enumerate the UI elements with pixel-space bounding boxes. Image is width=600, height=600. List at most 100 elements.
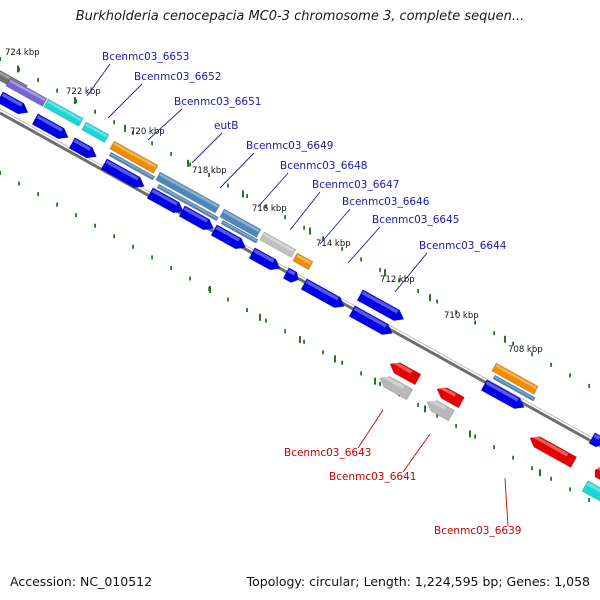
tick-dot [379, 267, 381, 272]
reverse-cds-3 [594, 466, 600, 481]
forward-cds-4 [146, 187, 184, 214]
gene-label-forward: Bcenmc03_6646 [342, 196, 430, 208]
tick-label: 716 kbp [252, 204, 287, 214]
leader-line-forward [257, 172, 289, 208]
leader-line-forward [191, 132, 223, 164]
forward-cds-3-shine [105, 160, 139, 181]
pseudo-feature-0 [379, 374, 414, 401]
tick-dot [265, 204, 267, 209]
tick-dot [417, 288, 419, 293]
tick-dot [569, 373, 571, 378]
tick-mark [209, 286, 211, 294]
tick-dot [132, 130, 134, 135]
tick-dot [474, 320, 476, 325]
forward-cds-9 [300, 278, 345, 308]
reverse-cds-2-shape [529, 436, 578, 468]
tick-dot [531, 466, 533, 471]
tick-dot [208, 172, 210, 177]
forward-cds-5-shape [178, 205, 214, 231]
tick-dot [284, 329, 286, 334]
tick-dot [132, 244, 134, 249]
summary-text: Topology: circular; Length: 1,224,595 bp… [246, 574, 590, 589]
cog-subband-2 [220, 219, 259, 244]
forward-cds-7-shape [248, 247, 281, 271]
forward-cds-0-shine [1, 93, 23, 107]
tick-dot [588, 497, 590, 502]
leader-line-forward [147, 108, 183, 141]
tick-dot [18, 67, 20, 72]
tick-dot [284, 215, 286, 220]
tick-dot [170, 151, 172, 156]
tick-label: 710 kbp [444, 311, 479, 321]
tick-dot [550, 362, 552, 367]
cog-band-1-shape [5, 77, 48, 107]
reverse-cds-1-shine [438, 385, 457, 397]
cog-band-2-shape [43, 98, 84, 127]
gene-label-forward: Bcenmc03_6648 [280, 160, 367, 172]
cog-band-7 [259, 231, 297, 258]
tick-dot [246, 194, 248, 199]
cog-band-7-shine [263, 233, 295, 253]
forward-cds-3-shape [100, 158, 145, 188]
cog-subband-0-shine [110, 153, 154, 178]
tick-mark [384, 269, 386, 277]
tick-mark [504, 335, 506, 343]
cog-subband-1 [156, 183, 219, 222]
leader-lines-layer [86, 63, 509, 527]
reverse-cds-1 [436, 385, 465, 409]
leader-line-reverse [357, 409, 384, 449]
reverse-cds-2 [529, 434, 578, 468]
tick-dot [417, 402, 419, 407]
tick-dot [151, 255, 153, 260]
tick-dot [455, 424, 457, 429]
tick-dot [37, 78, 39, 83]
tick-label: 708 kbp [508, 345, 543, 355]
tick-dot [75, 213, 77, 218]
forward-cds-8-shape [282, 267, 299, 283]
leader-line-forward [107, 83, 143, 119]
forward-cds-12 [480, 379, 525, 409]
tick-dot [56, 202, 58, 207]
forward-cds-8-shine [287, 269, 296, 276]
forward-cds-2 [68, 137, 97, 159]
cog-band-1 [5, 77, 48, 107]
forward-cds-7 [248, 247, 281, 271]
forward-cds-4-shine [151, 189, 178, 206]
tick-dot [512, 341, 514, 346]
cog-band-3-shine [85, 123, 108, 138]
forward-cds-9-shape [300, 278, 345, 308]
cog-band-6-shine [223, 210, 260, 233]
tick-dot [588, 383, 590, 388]
cog-band-3-shape [81, 121, 110, 143]
leader-line-reverse [402, 433, 431, 473]
gene-label-reverse: Bcenmc03_6641 [329, 471, 416, 483]
cog-band-4-shine [113, 142, 157, 168]
forward-cds-6 [210, 224, 246, 250]
tick-dot [227, 297, 229, 302]
forward-cds-7-shine [253, 249, 275, 263]
gene-label-forward: Bcenmc03_6653 [102, 51, 189, 63]
cog-band-3 [81, 121, 110, 143]
tick-dot [94, 109, 96, 114]
tick-dot [265, 318, 267, 323]
pseudo-feature-1-shine [428, 398, 447, 410]
tick-dot [436, 413, 438, 418]
tick-dot [303, 225, 305, 230]
cog-band-5-shine [159, 173, 219, 208]
tick-dot [455, 310, 457, 315]
tick-dot [56, 88, 58, 93]
forward-cds-5 [178, 205, 214, 231]
tick-mark [259, 313, 261, 321]
tick-dot [94, 223, 96, 228]
forward-cds-10 [356, 289, 405, 321]
tick-dot [550, 476, 552, 481]
tick-dot [246, 308, 248, 313]
cog-band-lower-shape [581, 480, 600, 507]
cog-subband-3-shape [492, 374, 536, 402]
gene-label-reverse: Bcenmc03_6639 [434, 525, 521, 537]
pseudo-feature-0-shape [379, 376, 414, 401]
tick-dot [398, 278, 400, 283]
cog-band-lower [581, 480, 600, 507]
